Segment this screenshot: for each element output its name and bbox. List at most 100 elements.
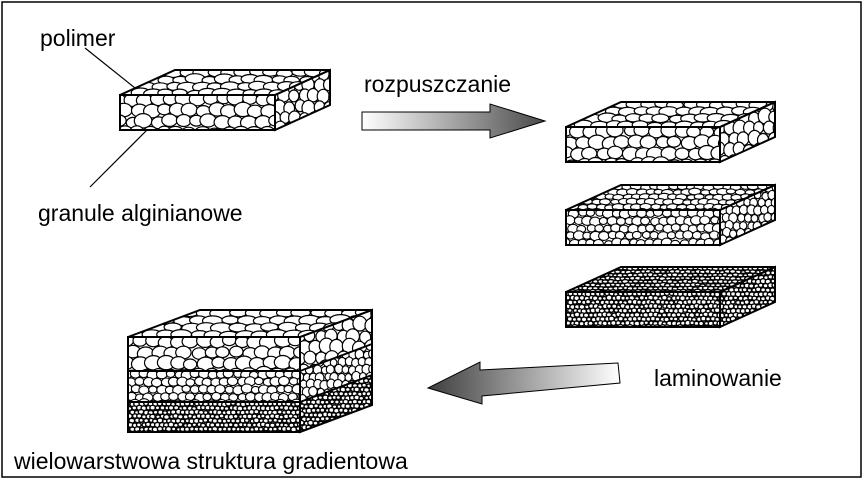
pore [750,312,758,318]
pore [566,113,573,125]
pore [645,223,655,233]
pore [587,267,595,272]
scaffold-layer-fine [561,262,776,329]
pore [566,185,573,191]
pore [333,399,340,405]
pore [614,158,629,162]
pore [690,185,703,186]
pore [763,241,774,245]
pore [557,202,565,209]
pore [148,385,158,394]
pore [244,392,257,402]
pore [674,147,690,160]
pore [593,269,602,275]
pore [738,102,752,103]
pore [743,325,751,327]
pore [764,312,771,318]
pore [771,315,775,323]
pore [725,188,737,195]
pore [569,269,577,275]
pore [363,310,372,311]
pore [566,282,567,288]
pore [181,384,191,393]
pore [566,275,572,281]
pore [328,60,345,68]
pore [760,311,768,319]
pore [689,102,706,103]
pore [128,313,147,326]
pore [767,153,775,162]
pore [185,70,207,71]
pore [661,312,668,318]
pore [662,208,675,210]
pore [736,320,744,327]
pore [582,187,595,196]
pore [201,60,219,69]
pore [153,310,177,312]
pore [774,303,775,310]
pore [240,70,261,71]
pore [111,368,126,380]
pore [161,113,178,127]
pore [716,262,720,266]
pore [120,129,121,130]
pore [769,102,775,103]
pore [756,102,771,104]
pore [350,310,367,311]
pore [753,316,761,323]
pore [284,70,297,71]
pore [322,78,330,92]
pore [691,230,702,240]
pore [631,230,642,240]
pore [235,310,258,311]
pore [574,267,583,268]
pore [202,425,209,432]
pore [569,102,589,110]
pore [312,70,327,71]
pore [120,125,133,130]
pore [590,208,604,210]
pore [602,267,609,271]
pore [769,312,775,319]
pore [566,106,580,116]
pore [619,179,628,184]
pore [572,267,580,272]
laminating-label: laminowanie [654,365,782,391]
pore [291,121,305,130]
pore [202,310,226,312]
pore [599,185,613,187]
pore [277,375,290,387]
pore [645,185,657,186]
pore [756,154,770,162]
pore [120,114,127,127]
pore [325,56,336,68]
pore [654,208,667,210]
pore [598,216,609,226]
pore [698,185,711,186]
pore [572,185,586,186]
pore [566,269,568,275]
pore [576,267,584,271]
pore [701,278,709,284]
pore [762,324,769,327]
pore [770,243,775,245]
pore [755,267,763,268]
pore [120,81,128,93]
pore [746,235,756,245]
pore [353,419,361,427]
pore [561,287,565,291]
pore [747,315,756,323]
pore [569,267,578,269]
pore [774,219,775,230]
pore [606,145,624,160]
pore [210,391,222,401]
pore [747,102,762,104]
pore [651,156,670,162]
pore [119,364,127,371]
pore [766,325,773,327]
pore [671,208,685,210]
pore [747,324,756,327]
pore [757,243,766,245]
pore [374,323,394,332]
pore [243,417,250,424]
